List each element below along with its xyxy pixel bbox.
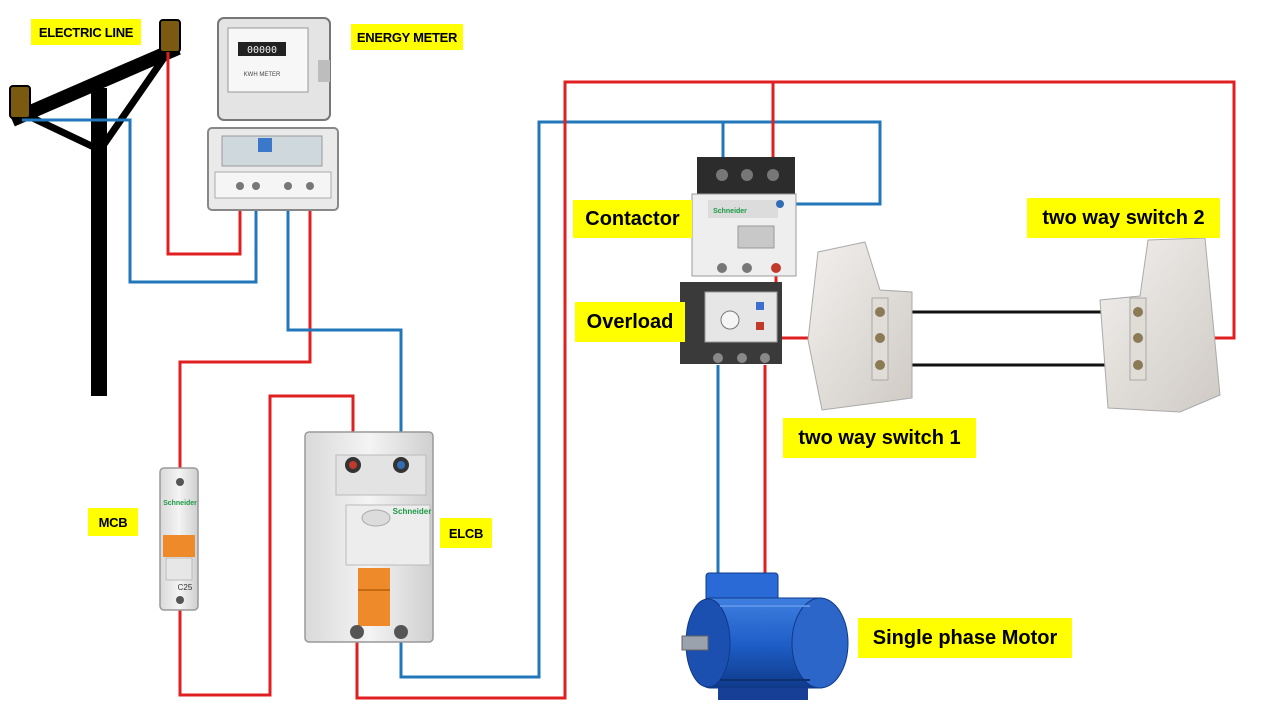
contactor-device: Schneider — [691, 157, 797, 277]
wire-neutral-meter-elcb — [286, 200, 403, 460]
label-electric-line: ELECTRIC LINE — [31, 19, 141, 45]
meter-display — [238, 42, 286, 56]
single-phase-motor-device — [681, 572, 849, 700]
label-two-way-switch-1: two way switch 1 — [783, 418, 976, 458]
label-elcb: ELCB — [440, 518, 492, 548]
mcb-device: Schneider C25 — [159, 467, 199, 611]
meter-display-text: 00000 — [247, 45, 277, 56]
label-contactor: Contactor — [573, 200, 692, 238]
two-way-switch-2-device — [1099, 237, 1221, 413]
label-two-way-switch-2: two way switch 2 — [1027, 198, 1220, 238]
wire-live-meter-mcb — [178, 200, 312, 470]
meter-type-text: KWH METER — [244, 72, 281, 78]
mcb-brand-text: Schneider — [163, 500, 197, 507]
wires — [22, 52, 1236, 700]
mcb-rating-text: C25 — [178, 583, 193, 592]
energy-meter: 00000 KWH METER — [207, 17, 339, 211]
label-overload: Overload — [575, 302, 685, 342]
two-way-switch-1-device — [807, 241, 913, 411]
pole-insulator-left — [9, 85, 31, 119]
elcb-device: Schneider — [304, 431, 434, 643]
label-mcb: MCB — [88, 508, 138, 536]
label-single-phase-motor: Single phase Motor — [858, 618, 1072, 658]
electric-pole — [9, 19, 181, 396]
wire-live-pole-meter — [166, 52, 242, 256]
wire-neutral-elcb-contactor — [399, 120, 882, 679]
elcb-brand-text: Schneider — [393, 507, 432, 516]
wire-live-mcb-elcb — [178, 394, 355, 697]
mcb-toggle — [163, 535, 195, 557]
wire-live-elcb-contactor — [355, 80, 1236, 700]
elcb-toggle — [358, 568, 390, 626]
pole-insulator-right — [159, 19, 181, 53]
wire-neutral-pole-meter — [22, 118, 258, 284]
overload-device — [680, 282, 782, 364]
contactor-brand-text: Schneider — [713, 208, 747, 215]
label-energy-meter: ENERGY METER — [351, 24, 463, 50]
